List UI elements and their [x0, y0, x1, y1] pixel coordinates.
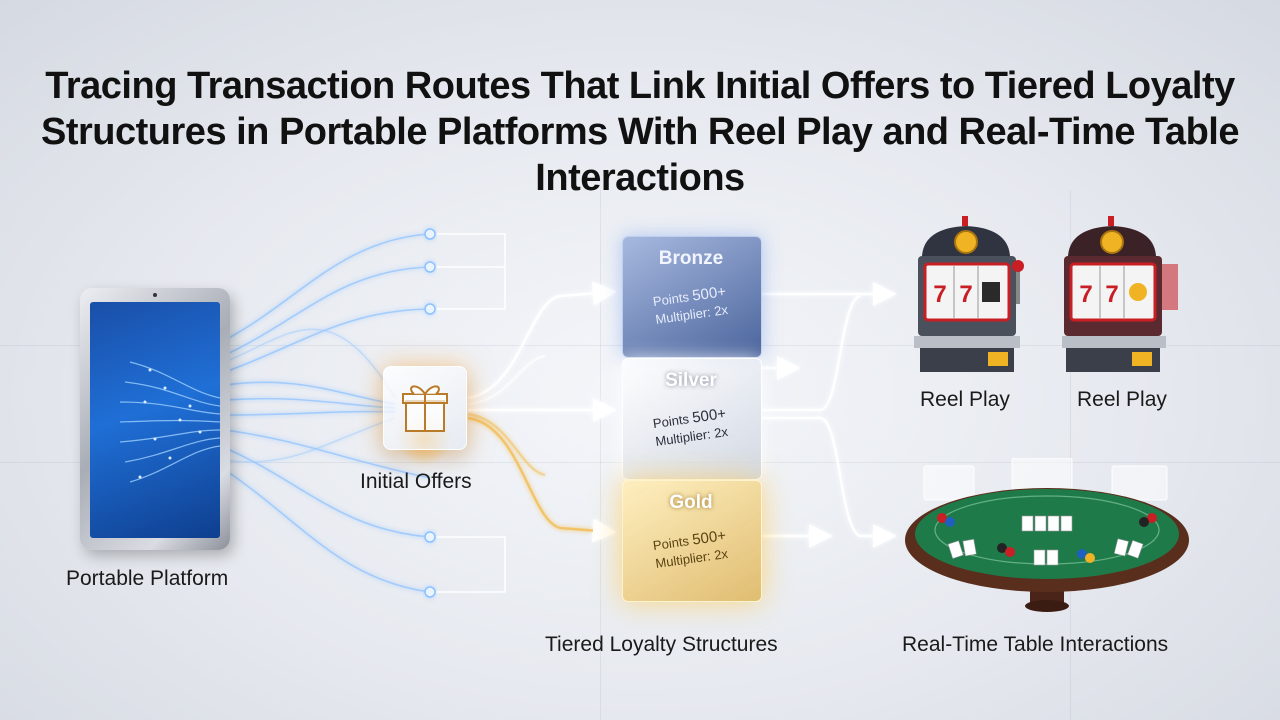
tier-bronze: Bronze Points 500+ Multiplier: 2x: [622, 236, 762, 358]
multiplier-value: 2x: [713, 301, 729, 319]
tier-name: Silver: [665, 370, 717, 391]
portable-platform-label: Portable Platform: [66, 567, 229, 590]
svg-text:7: 7: [959, 281, 972, 308]
slot-machine-glyph: 7 7: [914, 216, 1024, 372]
slot-machine-icon: 7 7: [1060, 216, 1182, 376]
reel-play-label-2: Reel Play: [1077, 388, 1167, 411]
svg-text:7: 7: [933, 281, 946, 308]
gift-icon: [383, 366, 467, 450]
initial-offers-label: Initial Offers: [360, 470, 472, 493]
node-dots: [424, 228, 436, 598]
grid-line: [600, 190, 601, 720]
tier-name: Gold: [669, 492, 713, 513]
tier-silver: Silver Points 500+ Multiplier: 2x: [622, 358, 762, 480]
tablet-screen: [90, 302, 220, 538]
gift-glyph: [402, 385, 448, 432]
multiplier-value: 2x: [713, 423, 729, 441]
grid-line: [1070, 190, 1071, 720]
page-title: Tracing Transaction Routes That Link Ini…: [41, 65, 1239, 200]
platform-to-offer-streams: [224, 233, 431, 593]
tier-to-destination-routes: [762, 282, 897, 548]
cube-face: [622, 358, 762, 480]
tier-name: Bronze: [658, 248, 724, 269]
offer-to-tier-routes: [467, 281, 617, 543]
svg-text:7: 7: [1105, 281, 1118, 308]
multiplier-value: 2x: [713, 545, 729, 563]
reel-play-label-1: Reel Play: [920, 388, 1010, 411]
svg-text:7: 7: [1079, 281, 1092, 308]
slot-machine-glyph: 7 7: [1060, 216, 1178, 372]
camera-dot: [153, 293, 157, 297]
slot-machine-icon: 7 7: [910, 216, 1030, 376]
node-connectors: [432, 233, 506, 593]
cube-face: [622, 480, 762, 602]
tier-gold: Gold Points 500+ Multiplier: 2x: [622, 480, 762, 602]
table-caption: Real-Time Table Interactions: [902, 633, 1169, 656]
cube-face: [622, 236, 762, 358]
card-table-glyph: [905, 457, 1189, 612]
tablet-icon: [80, 288, 230, 550]
data-stream-icon: [119, 361, 220, 483]
card-table-icon: [902, 457, 1192, 618]
tiers-caption: Tiered Loyalty Structures: [545, 633, 778, 656]
